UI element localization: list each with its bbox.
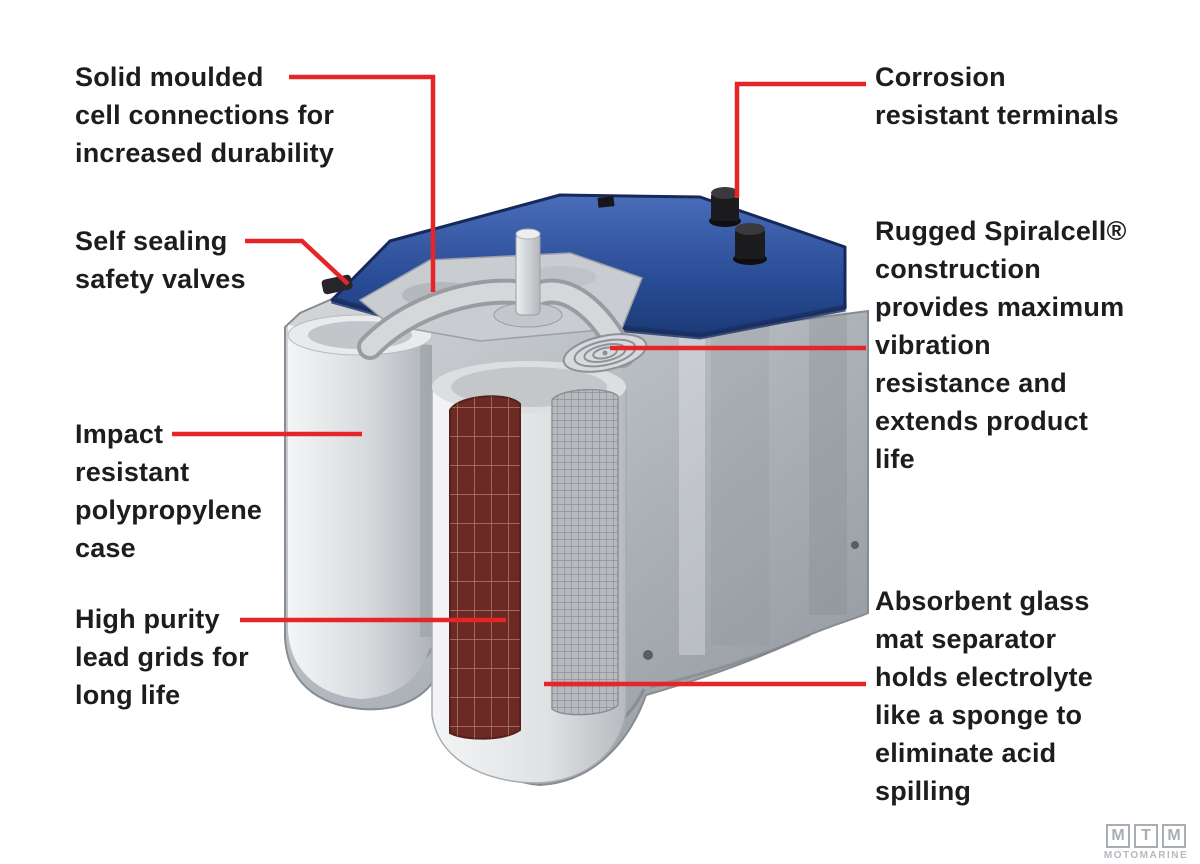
watermark-letter: M (1162, 824, 1186, 848)
label-line: construction (875, 254, 1041, 284)
label-line: vibration (875, 330, 991, 360)
centre-post-cap (515, 228, 541, 240)
label-line: long life (75, 680, 181, 710)
label-line: Self sealing (75, 226, 228, 256)
label-line: life (875, 444, 915, 474)
fastener-dot (643, 650, 653, 660)
watermark: M T M MOTOMARINE (1096, 824, 1196, 861)
label-line: resistant (75, 457, 190, 487)
terminal-front (733, 223, 767, 265)
cut-left-cylinder (288, 325, 432, 699)
label-line: High purity (75, 604, 220, 634)
label-line: eliminate acid (875, 738, 1057, 768)
label-line: provides maximum (875, 292, 1125, 322)
top-vent-detail (597, 196, 615, 208)
label-line: resistant terminals (875, 100, 1119, 130)
spiral-coil (562, 333, 648, 373)
watermark-letter: M (1106, 824, 1130, 848)
label-line: holds electrolyte (875, 662, 1093, 692)
watermark-subtitle: MOTOMARINE (1103, 850, 1189, 861)
label-spiralcell-construction: Rugged Spiralcell® construction provides… (875, 212, 1127, 478)
label-line: spilling (875, 776, 972, 806)
glass-mat-mesh (552, 389, 618, 715)
fastener-dot (851, 541, 859, 549)
label-line: extends product (875, 406, 1089, 436)
label-corrosion-resistant-terminals: Corrosion resistant terminals (875, 58, 1119, 134)
label-impact-resistant-case: Impact resistant polypropylene case (75, 415, 262, 567)
label-line: Impact (75, 419, 164, 449)
watermark-letters: M T M (1096, 824, 1196, 848)
label-line: polypropylene (75, 495, 263, 525)
label-line: mat separator (875, 624, 1057, 654)
label-line: Rugged Spiralcell® (875, 216, 1127, 246)
battery-illustration (284, 187, 869, 787)
terminal-rear (709, 187, 741, 227)
label-line: safety valves (75, 264, 246, 294)
label-absorbent-glass-mat: Absorbent glass mat separator holds elec… (875, 582, 1093, 810)
label-line: Absorbent glass (875, 586, 1090, 616)
label-self-sealing-valves: Self sealing safety valves (75, 222, 246, 298)
label-line: like a sponge to (875, 700, 1083, 730)
label-solid-moulded-connections: Solid moulded cell connections for incre… (75, 58, 334, 172)
label-line: increased durability (75, 138, 335, 168)
watermark-letter: T (1134, 824, 1158, 848)
label-line: Corrosion (875, 62, 1006, 92)
label-line: cell connections for (75, 100, 335, 130)
lead-grid-lines (450, 396, 520, 739)
label-line: case (75, 533, 136, 563)
label-high-purity-lead-grids: High purity lead grids for long life (75, 600, 249, 714)
cut-left-cylinder-shadow (420, 345, 432, 637)
label-line: lead grids for (75, 642, 249, 672)
centre-post-stem (515, 232, 541, 316)
label-line: resistance and (875, 368, 1067, 398)
label-line: Solid moulded (75, 62, 264, 92)
